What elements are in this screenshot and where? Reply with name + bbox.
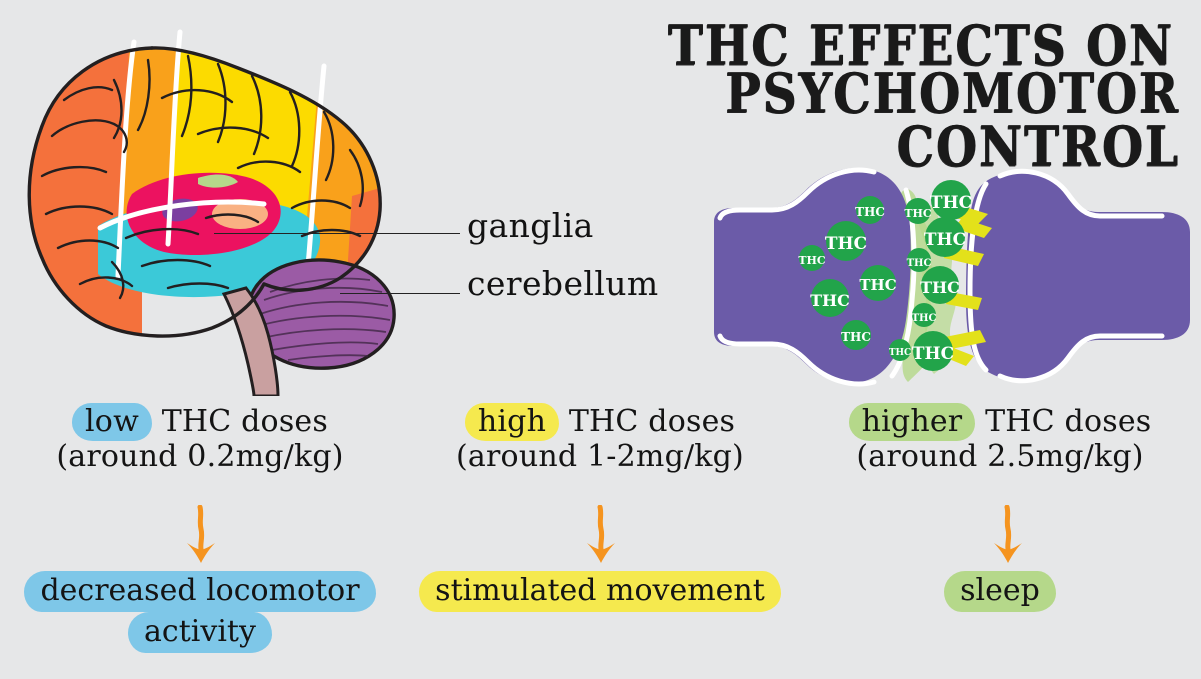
svg-text:THC: THC <box>825 234 867 254</box>
outcome-low: decreased locomotor activity <box>0 570 400 654</box>
dose-rest-higher: THC doses <box>975 404 1152 439</box>
svg-text:THC: THC <box>855 205 885 219</box>
svg-text:THC: THC <box>912 344 954 364</box>
dose-title-high: high THC doses <box>400 403 800 441</box>
dose-column-higher: higher THC doses (around 2.5mg/kg) <box>800 403 1200 475</box>
dose-amount-high: (around 1-2mg/kg) <box>456 439 744 475</box>
outcome-line: activity <box>0 611 400 654</box>
dose-column-low: low THC doses (around 0.2mg/kg) <box>0 403 400 475</box>
svg-text:THC: THC <box>912 313 937 324</box>
dose-highlight-higher: higher <box>848 403 976 441</box>
region-green-accent <box>198 174 238 188</box>
thc-molecule: THC <box>810 279 850 317</box>
brain-gyri <box>40 54 364 300</box>
dose-rest-low: THC doses <box>151 404 328 439</box>
dose-column-high: high THC doses (around 1-2mg/kg) <box>400 403 800 475</box>
arrow-down-icon-low <box>181 505 221 567</box>
postsynaptic-neuron <box>966 168 1190 384</box>
region-basal-ganglia <box>126 172 281 256</box>
thc-molecule: THC <box>904 198 932 224</box>
svg-text:THC: THC <box>889 348 911 358</box>
thc-molecule: THC <box>841 320 871 350</box>
region-cerebellum <box>246 258 396 370</box>
leader-line-cerebellum <box>340 293 460 294</box>
page-title: THC EFFECTS ON PSYCHOMOTOR CONTROL <box>440 19 1180 181</box>
thc-molecule: THC <box>924 217 966 257</box>
region-hypothalamus <box>212 199 268 229</box>
svg-text:THC: THC <box>859 276 896 294</box>
brain-illustration <box>2 26 422 396</box>
outcome-text: decreased locomotor <box>24 571 376 612</box>
thc-molecule: THC <box>825 221 867 261</box>
thc-molecule: THC <box>930 180 972 220</box>
dose-highlight-high: high <box>464 403 560 441</box>
outcome-text: activity <box>128 612 272 654</box>
outcome-line: stimulated movement <box>400 570 800 612</box>
synapse-illustration: THC THC THC THC THC <box>700 150 1200 400</box>
arrow-down-icon-high <box>581 505 621 567</box>
outcome-line: decreased locomotor <box>0 570 400 612</box>
dose-highlight-low: low <box>72 403 152 441</box>
outcome-high: stimulated movement <box>400 570 800 612</box>
thc-molecule: THC <box>889 339 911 361</box>
svg-text:THC: THC <box>924 230 966 250</box>
outcome-higher: sleep <box>800 570 1200 612</box>
outcome-text: stimulated movement <box>419 571 781 612</box>
svg-text:THC: THC <box>930 193 972 213</box>
thc-molecule: THC <box>920 266 960 304</box>
dose-title-higher: higher THC doses <box>800 403 1200 441</box>
brain-label-ganglia: ganglia <box>467 206 594 245</box>
thc-molecule: THC <box>912 303 937 327</box>
svg-text:THC: THC <box>810 291 850 310</box>
dose-amount-low: (around 0.2mg/kg) <box>56 439 344 475</box>
dose-title-low: low THC doses <box>0 403 400 441</box>
receptor-icon <box>954 218 992 238</box>
thc-molecule: THC <box>798 245 826 271</box>
thc-molecule-group: THC THC THC THC THC <box>798 180 972 371</box>
thc-molecule: THC <box>907 248 932 272</box>
leader-line-ganglia <box>214 233 460 234</box>
brain-label-cerebellum: cerebellum <box>467 264 659 303</box>
outcome-line: sleep <box>800 570 1200 612</box>
brain-outline <box>27 46 382 338</box>
brain-region-gaps <box>97 29 327 279</box>
title-line-1: THC EFFECTS ON <box>667 13 1174 79</box>
thc-molecule: THC <box>912 331 954 371</box>
arrow-down-icon-higher <box>988 505 1028 567</box>
outcome-text: sleep <box>944 571 1056 612</box>
svg-text:THC: THC <box>798 254 826 267</box>
svg-text:THC: THC <box>904 207 932 220</box>
thc-molecule: THC <box>859 265 897 301</box>
dose-amount-higher: (around 2.5mg/kg) <box>856 439 1144 475</box>
svg-text:THC: THC <box>920 278 960 297</box>
svg-text:THC: THC <box>841 330 871 344</box>
thc-molecule: THC <box>855 196 885 224</box>
svg-text:THC: THC <box>907 258 932 269</box>
dose-rest-high: THC doses <box>559 404 736 439</box>
title-line-2: PSYCHOMOTOR CONTROL <box>725 61 1180 181</box>
